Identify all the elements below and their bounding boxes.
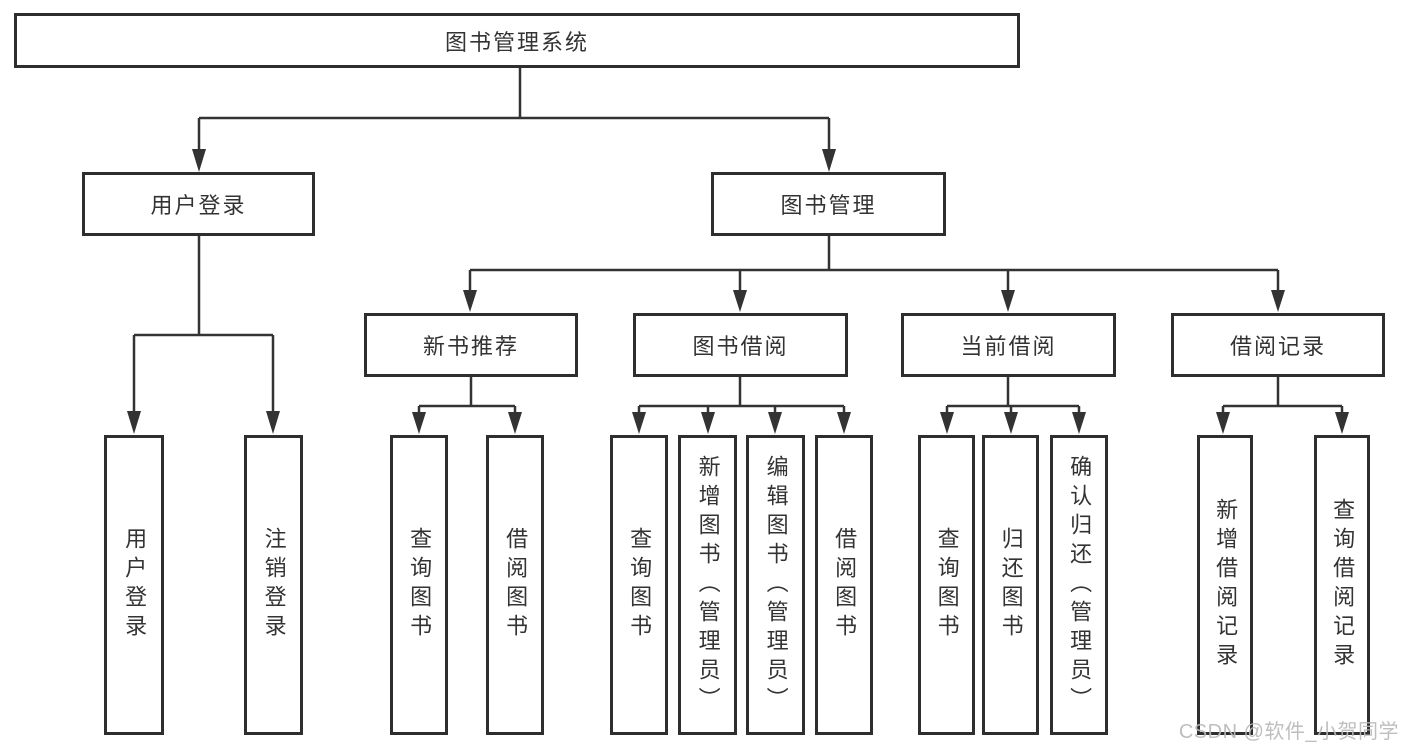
csdn-watermark: CSDN @软件_小贺同学 — [1178, 721, 1399, 743]
connector-root-to-level2 — [192, 68, 836, 172]
leaf-query-borrow-record-label: 查询借阅记录 — [1330, 498, 1356, 672]
node-book-borrowing: 图书借阅 — [633, 313, 848, 377]
connector-new-book-to-leaves — [412, 377, 522, 434]
node-current-borrowing: 当前借阅 — [901, 313, 1116, 377]
leaf-query-books-1: 查询图书 — [390, 435, 448, 735]
leaf-edit-books-admin-label: 编辑图书（管理员） — [763, 454, 789, 716]
leaf-query-books-2-label: 查询图书 — [627, 527, 653, 643]
leaf-add-borrow-record: 新增借阅记录 — [1197, 435, 1253, 735]
leaf-query-books-3: 查询图书 — [918, 435, 975, 735]
leaf-add-books-admin: 新增图书（管理员） — [678, 435, 737, 735]
connector-book-borrowing-to-leaves — [632, 377, 851, 434]
node-new-book-recommend: 新书推荐 — [364, 313, 578, 377]
leaf-query-books-1-label: 查询图书 — [407, 527, 433, 643]
leaf-query-borrow-record: 查询借阅记录 — [1314, 435, 1370, 735]
node-root: 图书管理系统 — [14, 13, 1020, 68]
node-user-login: 用户登录 — [82, 172, 315, 236]
leaf-confirm-return-admin: 确认归还（管理员） — [1050, 435, 1108, 735]
leaf-confirm-return-admin-label: 确认归还（管理员） — [1067, 454, 1093, 716]
connector-book-management-to-sections — [463, 236, 1285, 312]
node-book-management: 图书管理 — [711, 172, 946, 236]
connector-user-login-to-leaves — [127, 236, 280, 434]
leaf-borrow-books-1-label: 借阅图书 — [503, 527, 529, 643]
leaf-borrow-books-1: 借阅图书 — [486, 435, 544, 735]
leaf-query-books-3-label: 查询图书 — [934, 527, 960, 643]
leaf-borrow-books-2-label: 借阅图书 — [832, 527, 858, 643]
leaf-logout-label: 注销登录 — [261, 527, 287, 643]
leaf-user-login-label: 用户登录 — [122, 527, 148, 643]
connector-borrow-records-to-leaves — [1216, 377, 1349, 434]
leaf-user-login: 用户登录 — [104, 435, 164, 735]
leaf-return-books-label: 归还图书 — [998, 527, 1024, 643]
connector-current-borrowing-to-leaves — [940, 377, 1086, 434]
leaf-add-books-admin-label: 新增图书（管理员） — [695, 454, 721, 716]
leaf-return-books: 归还图书 — [982, 435, 1039, 735]
leaf-add-borrow-record-label: 新增借阅记录 — [1213, 498, 1239, 672]
leaf-borrow-books-2: 借阅图书 — [815, 435, 873, 735]
leaf-query-books-2: 查询图书 — [610, 435, 668, 735]
leaf-edit-books-admin: 编辑图书（管理员） — [746, 435, 805, 735]
leaf-logout: 注销登录 — [244, 435, 303, 735]
node-borrowing-records: 借阅记录 — [1171, 313, 1385, 377]
